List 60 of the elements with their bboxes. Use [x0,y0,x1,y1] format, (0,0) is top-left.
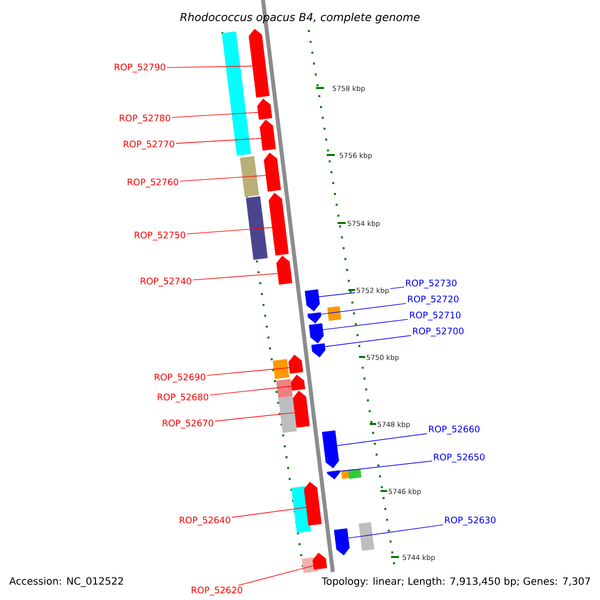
category-box [272,359,290,379]
leader-line [214,412,295,422]
category-box [327,306,342,321]
leader-line [172,112,258,118]
gene-label: ROP_52770 [124,140,174,150]
gene-block [276,256,292,285]
leader-line [180,175,266,182]
gene-label: ROP_52790 [114,64,166,72]
gene-label: ROP_52720 [408,296,458,304]
gene-block [311,343,326,358]
gene-block [290,374,306,391]
gene-label: ROP_52630 [445,516,496,526]
category-box [276,379,293,398]
gene-label: ROP_52740 [140,278,192,286]
gene-block [308,323,324,344]
gene-block [334,528,350,556]
leader-line [166,66,253,68]
gene-block [260,120,276,151]
gene-label: ROP_52700 [413,328,464,336]
gene-label: ROP_52670 [162,420,214,428]
leader-line [192,273,278,280]
gene-label: ROP_52750 [134,232,186,240]
gene-label: ROP_52680 [158,394,208,402]
leader-line [322,318,408,330]
leader-line [206,367,290,376]
category-box [358,522,374,551]
leader-line [210,386,292,396]
gene-label: ROP_52760 [128,178,178,188]
leader-line [186,227,272,234]
gene-label: ROP_52660 [429,426,480,434]
summary-text: Topology: linear; Length: 7,913,450 bp; Genes: 7,307 [322,577,590,587]
gene-block [264,152,281,192]
gene-label: ROP_52620 [192,586,242,596]
leader-line [336,433,428,446]
leader-line [238,565,314,586]
category-box [240,156,260,197]
gene-label: ROP_52690 [154,374,206,382]
leader-line [320,303,406,315]
gene-block [312,552,328,570]
gene-label: ROP_52710 [410,312,460,320]
leader-line [324,335,412,347]
title: Rhodococcus opacus B4, complete genome [180,12,420,24]
gene-block [304,482,322,526]
category-box [222,31,252,156]
gene-block [326,470,340,480]
category-box [278,396,297,433]
leader-line [340,460,432,472]
gene-label: ROP_52650 [434,454,484,462]
category-box [348,469,362,479]
category-box [246,196,268,260]
leader-line [348,524,444,538]
accession-text: Accession: NC_012522 [9,577,123,587]
gene-block [308,312,322,324]
gene-label: ROP_52780 [120,114,170,124]
gene-label: ROP_52730 [406,280,456,288]
leader-line [232,507,307,518]
leader-line [176,138,262,144]
gene-label: ROP_52640 [180,516,230,526]
gene-block [257,98,272,120]
gene-block [288,354,304,374]
